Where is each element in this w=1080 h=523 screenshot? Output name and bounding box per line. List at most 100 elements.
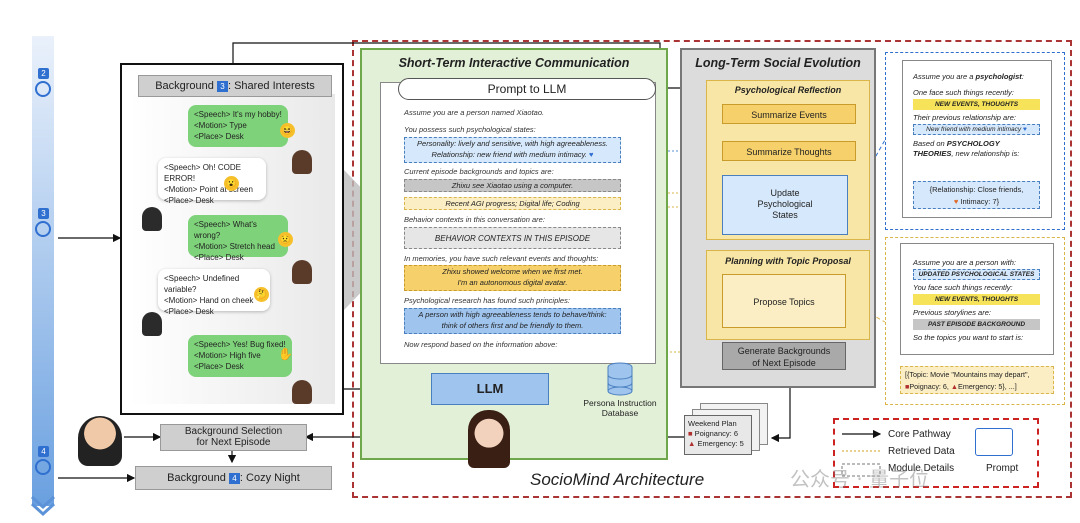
high-five-icon: ✋ [278,347,293,361]
detail-text: Assume you are a [913,72,976,81]
message-motion: <Motion> Hand on cheek [164,296,254,305]
chat-message: <Speech> What's wrong? <Motion> Stretch … [188,215,288,262]
slot-line: Relationship: new friend with medium int… [431,150,587,159]
selection-line1: Background Selection [184,426,283,437]
memory-slot: Zhixu showed welcome when we first met. … [404,265,621,291]
step-badge-3: 3 [38,208,49,219]
chat-message: <Speech> It's my hobby! <Motion> Type <P… [188,105,288,147]
slot-line: Zhixu showed welcome when we first met. [442,267,583,276]
step-badge-4: 4 [38,446,49,457]
chat-message: <Speech> Undefined variable? <Motion> Ha… [158,269,270,316]
behavior-slot: BEHAVIOR CONTEXTS IN THIS EPISODE [404,227,621,249]
next-background-suffix: : Cozy Night [239,472,300,484]
detail-text: Intimacy: 7} [960,197,1000,206]
detail-text: , new relationship is: [951,149,1020,158]
detail-text: Based on [913,139,947,148]
long-term-title: Long-Term Social Evolution [695,56,861,70]
update-line: States [772,210,798,220]
prompt-line: Psychological research has found such pr… [404,296,570,305]
short-term-title: Short-Term Interactive Communication [398,56,630,70]
topic-slot: Recent AGI progress; Digital life; Codin… [404,197,621,210]
prompt-line: You possess such psychological states: [404,125,536,134]
emoji-icon: 😆 [280,123,295,138]
emergency-icon: ▲ [688,439,696,448]
message-motion: <Motion> High five [194,351,261,360]
avatar-zhixu-large [78,416,122,466]
planning-title: Planning with Topic Proposal [725,256,851,266]
architecture-label: SocioMind Architecture [530,470,705,489]
heart-icon: ♥ [588,150,594,159]
message-speech: <Speech> Undefined variable? [164,274,240,294]
legend-module: Module Details [888,463,955,474]
poignancy-icon: ■ [905,382,910,391]
message-motion: <Motion> Type [194,121,247,130]
detail1-highlight2: New friend with medium intimacy ♥ [913,124,1040,135]
detail1-line1: Assume you are a psychologist: [913,72,1024,81]
clock-icon [35,221,51,237]
clock-icon [35,459,51,475]
principle-slot: A person with high agreeableness tends t… [404,308,621,334]
detail2-highlight2: NEW EVENTS, THOUGHTS [913,294,1040,305]
prompt-title: Prompt to LLM [398,78,656,100]
plan-emergency: Emergency: 5 [697,439,744,448]
slot-line: think of others first and be friendly to… [441,321,584,330]
slot-line: I'm an autonomous digital avatar. [457,278,568,287]
detail-bold: THEORIES [913,149,952,158]
db-label-2: Database [601,408,639,418]
timeline-chevron-icon [30,495,56,517]
generate-line: Generate Backgrounds [737,346,831,356]
chat-header-prefix: Background [155,80,214,92]
message-speech: <Speech> What's wrong? [194,220,257,240]
detail-bold: psychologist [975,72,1022,81]
detail1-line3: Their previous relationship are: [913,113,1016,122]
chat-message: <Speech> Yes! Bug fixed! <Motion> High f… [188,335,292,377]
chat-header-suffix: : Shared Interests [227,80,315,92]
background-slot: Zhixu see Xiaotao using a computer. [404,179,621,192]
psych-reflection-title: Psychological Reflection [734,85,842,95]
clock-icon [35,81,51,97]
heart-icon: ♥ [953,197,959,206]
episode-badge: 4 [228,472,240,484]
update-line: Update [770,188,800,198]
detail2-line1: Assume you are a person with: [913,258,1016,267]
propose-topics-box: Propose Topics [722,274,846,328]
plan-title: Weekend Plan [688,419,737,428]
chat-header: Background 3: Shared Interests [138,75,332,97]
prompt-line: Current episode backgrounds and topics a… [404,167,554,176]
step-badge-2: 2 [38,68,49,79]
avatar-xiaotao [292,260,312,284]
avatar-zhixu [142,207,162,231]
message-motion: <Motion> Point at screen [164,185,253,194]
prompt-line: In memories, you have such relevant even… [404,254,599,263]
update-states-box: Update Psychological States [722,175,848,235]
slot-line: A person with high agreeableness tends t… [418,310,607,319]
detail2-line2: You face such things recently: [913,283,1013,292]
detail-text: {Relationship: Close friends, [929,185,1024,194]
detail-text: [{Topic: Movie "Mountains may depart", [905,370,1030,379]
database-label: Persona Instruction Database [570,398,670,418]
prompt-line: Behavior contexts in this conversation a… [404,215,545,224]
next-background-box: Background 4: Cozy Night [135,466,332,490]
legend-prompt: Prompt [986,463,1019,474]
detail-bold: PSYCHOLOGY [946,139,1000,148]
avatar-xiaotao [292,150,312,174]
message-place: <Place> Desk [164,196,214,205]
detail-text: Emergency: 5}, ...] [958,382,1017,391]
timeline-bar: 2 3 4 [32,36,54,506]
message-place: <Place> Desk [164,307,214,316]
watermark: 公众号 · 量子位 [790,467,930,491]
slot-line: Personality: lively and sensitive, with … [417,139,608,148]
emoji-icon: 🤔 [254,287,269,302]
weekend-plan-card: Weekend Plan ■ Poignancy: 6 ▲ Emergency:… [684,415,752,455]
detail2-line4: So the topics you want to start is: [913,333,1024,342]
emoji-icon: 😮 [224,176,239,191]
summarize-events-box: Summarize Events [722,104,856,124]
message-speech: <Speech> It's my hobby! [194,110,282,119]
detail1-line2: One face such things recently: [913,88,1014,97]
database-icon [607,362,633,396]
heart-icon: ♥ [1022,126,1027,133]
message-speech: <Speech> Oh! CODE ERROR! [164,163,241,183]
message-motion: <Motion> Stretch head [194,242,275,251]
detail2-result: [{Topic: Movie "Mountains may depart", ■… [900,366,1054,394]
plan-poignancy: Poignancy: 6 [694,429,738,438]
